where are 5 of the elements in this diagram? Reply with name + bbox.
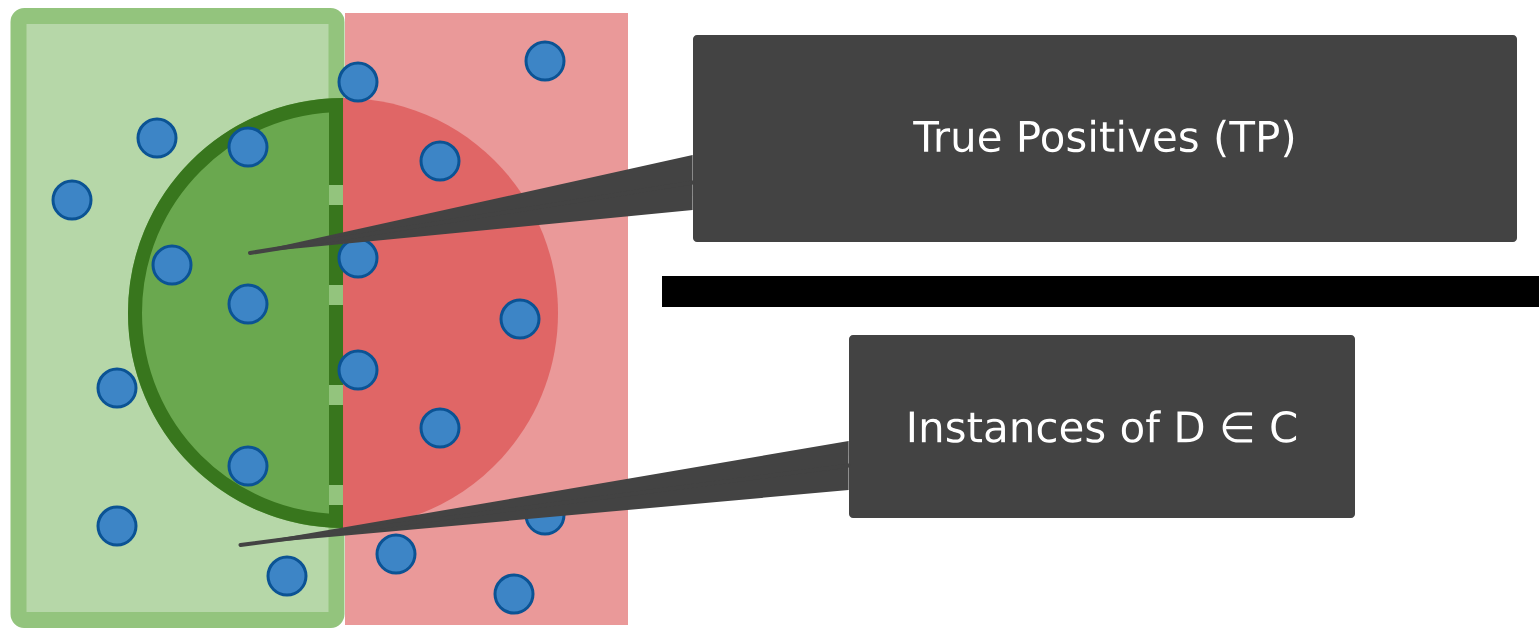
callout-box: True Positives (TP) bbox=[693, 35, 1517, 242]
leader-line bbox=[248, 155, 695, 255]
divider-bar bbox=[662, 276, 1539, 307]
leader-line bbox=[238, 441, 851, 547]
callout-box: Instances of D ∈ C bbox=[849, 335, 1355, 518]
